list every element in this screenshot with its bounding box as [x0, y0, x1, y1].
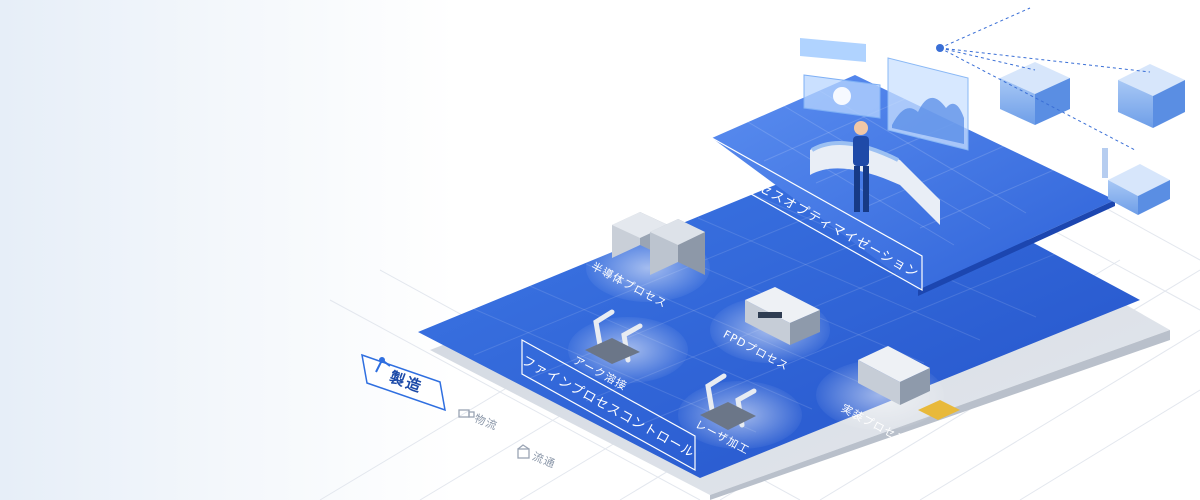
semiconductor-machine [612, 212, 705, 275]
top-tier-label-box [711, 136, 923, 292]
top-platform-edge [918, 200, 1115, 296]
factory-icon [1102, 148, 1170, 215]
middle-tier-label-box [521, 338, 696, 472]
laser-robots [700, 373, 757, 430]
mounting-machine [858, 346, 960, 420]
robot-arm-icon [375, 357, 391, 373]
truck-icon [458, 409, 475, 418]
cloud-buildings [936, 7, 1185, 215]
store-icon [517, 444, 530, 459]
operator-figure [853, 121, 869, 212]
nav-active-tag[interactable] [361, 353, 446, 412]
user-avatar-icon [833, 87, 851, 105]
control-console [810, 140, 940, 225]
holo-panels [800, 38, 969, 151]
arc-welding-robots [585, 309, 643, 364]
holo-panel-banner [800, 38, 866, 62]
fpd-machine [745, 287, 820, 345]
